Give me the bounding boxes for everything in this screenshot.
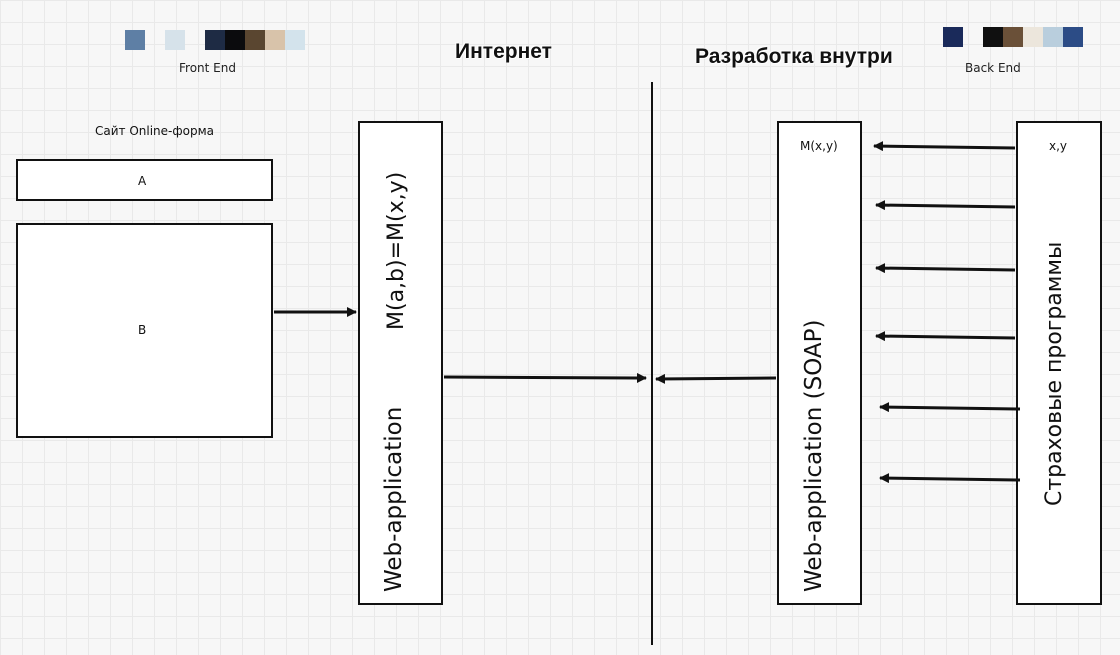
field-b: B	[16, 223, 273, 438]
heading-internet: Интернет	[455, 40, 552, 63]
palette-swatch	[245, 30, 265, 50]
palette-swatch	[943, 27, 963, 47]
arrow-insurance-to-soap-3	[875, 263, 1016, 274]
soap-param: M(x,y)	[800, 139, 838, 153]
arrow-soap-to-internet	[655, 373, 777, 384]
field-b-label: B	[138, 323, 147, 337]
insurance-param: x,y	[1049, 139, 1068, 153]
palette-swatch	[165, 30, 185, 50]
arrow-insurance-to-soap-4	[875, 331, 1016, 342]
palette-swatch	[125, 30, 145, 50]
palette-swatch	[1023, 27, 1043, 47]
palette-swatch	[1003, 27, 1023, 47]
frontend-label: Front End	[179, 61, 236, 75]
palette-swatch	[285, 30, 305, 50]
field-a: A	[16, 159, 273, 201]
field-a-label: A	[138, 174, 147, 188]
arrow-insurance-to-soap-1	[873, 141, 1016, 152]
arrow-insurance-to-soap-6	[879, 473, 1021, 484]
frontend-webapp-box	[358, 121, 443, 605]
arrow-insurance-to-soap-2	[875, 200, 1016, 211]
palette-swatch	[1063, 27, 1083, 47]
palette-swatch	[225, 30, 245, 50]
arrow-insurance-to-soap-5	[879, 402, 1021, 413]
arrow-webapp-to-internet	[443, 372, 647, 383]
site-caption: Сайт Online-форма	[95, 124, 214, 138]
backend-soap-box	[777, 121, 862, 605]
palette-swatch	[983, 27, 1003, 47]
palette-swatch	[205, 30, 225, 50]
backend-label: Back End	[965, 61, 1021, 75]
palette-swatch	[265, 30, 285, 50]
heading-internal: Разработка внутри	[695, 45, 893, 68]
insurance-box	[1016, 121, 1102, 605]
palette-swatch	[1043, 27, 1063, 47]
